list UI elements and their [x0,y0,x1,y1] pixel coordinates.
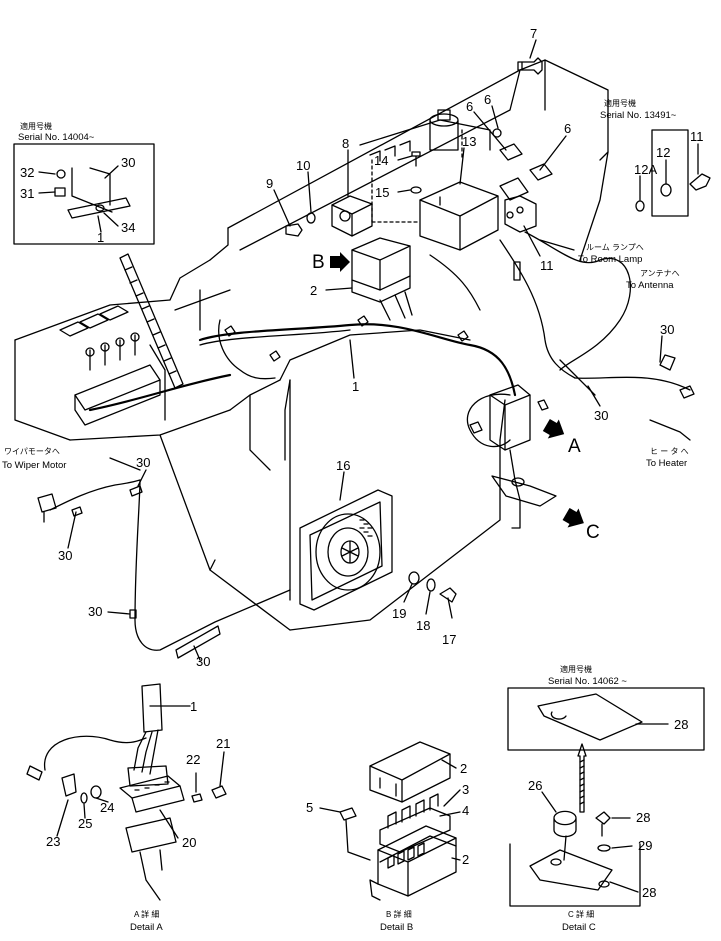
detail-a-label: Detail A [130,922,163,933]
part-label-15: 14 [374,153,388,168]
callout-label-b: B [312,252,325,273]
wiper-jp: ワイパモータへ [4,447,60,456]
top-console [285,57,711,303]
heater-note: ヒ ー タ へ To Heater [646,447,689,469]
serial-note-left: Serial No. 14004~ [18,132,95,143]
callout-arrow-a: A [542,418,581,457]
part-label-31-f: 30 [196,654,210,669]
serial-note-bottom-jp: 適用号機 [560,664,592,674]
callout-label-a: A [568,436,581,457]
part-label-25: 24 [100,800,114,815]
strap-hatched [119,253,184,389]
part-label-27: 26 [528,778,542,793]
part-label-13: 12A [634,162,657,177]
wiper-note: ワイパモータへ To Wiper Motor [2,447,141,471]
part-label-29: 28 [636,810,650,825]
part-label-4: 4 [462,803,469,818]
room-lamp-note: ルーム ランプへ To Room Lamp [539,239,644,265]
screw-7 [517,57,543,75]
part-label-33: 31 [20,186,34,201]
part-label-6-b: 6 [466,99,473,114]
part-label-31-c: 30 [136,455,150,470]
room-lamp-label: To Room Lamp [578,254,642,265]
speaker-17 [299,489,393,611]
part-label-18: 17 [442,632,456,647]
part-label-7: 7 [530,26,537,41]
part-label-2-detail-b-top: 2 [460,761,467,776]
serial-note-right-jp: 適用号機 [604,98,636,108]
serial-note-bottom: Serial No. 14062 ~ [548,676,627,687]
callout-arrow-b: B [312,252,350,273]
part-label-1-detail-a: 1 [190,699,197,714]
part-label-26: 25 [78,816,92,831]
part-label-12a: 12 [656,145,670,160]
detail-c: 適用号機 Serial No. 14062 ~ 28 26 28 29 28 C… [507,664,705,933]
callout-label-c: C [586,522,600,543]
detail-a: 1 22 21 24 25 23 20 A 詳 細 Detail A [26,683,230,933]
part-label-28-bottom: 28 [642,885,656,900]
part-label-12: 11 [690,129,704,144]
main-part-labels: 7 6 6 6 13 14 15 8 10 9 2 11 12A 12 11 1… [58,26,704,669]
part-label-6-c: 6 [564,121,571,136]
detail-b-label: Detail B [380,922,413,933]
part-label-8: 8 [342,136,349,151]
heater-jp: ヒ ー タ へ [650,447,689,456]
part-label-10: 10 [296,158,310,173]
part-label-34: 32 [20,165,34,180]
detail-a-jp: A 詳 細 [134,909,159,919]
part-label-31-d: 30 [58,548,72,563]
part-label-23: 22 [186,752,200,767]
part-label-30: 29 [638,838,652,853]
heater-label: To Heater [646,458,687,469]
antenna-note: アンテナへ To Antenna [626,269,680,291]
part-label-17: 16 [336,458,350,473]
antenna-label: To Antenna [626,280,674,291]
serial-note-left-jp: 適用号機 [20,121,52,131]
part-label-31-b: 30 [594,408,608,423]
part-label-35: 34 [121,220,135,235]
fuse-box-2 [351,237,411,303]
part-label-9: 9 [266,176,273,191]
part-label-14: 13 [462,134,476,149]
part-label-32: 30 [121,155,135,170]
part-label-21: 20 [182,835,196,850]
part-label-31-a: 30 [660,322,674,337]
connector-group-6 [492,128,553,233]
part-label-24: 23 [46,834,60,849]
part-label-5: 5 [306,800,313,815]
part-label-2-main: 2 [310,283,317,298]
part-label-1-main: 1 [352,379,359,394]
callout-arrow-c: C [562,507,600,543]
part-label-3: 3 [462,782,469,797]
wiper-label: To Wiper Motor [2,460,66,471]
part-label-2-detail-b-bottom: 2 [462,852,469,867]
detail-b: 2 3 4 2 5 B 詳 細 Detail B [306,741,469,933]
part-label-22: 21 [216,736,230,751]
inset-serial-14004: 適用号機 Serial No. 14004~ 32 31 30 34 1 [13,121,155,245]
serial-note-right: Serial No. 13491~ [600,110,677,121]
dash-panel-body [14,59,609,631]
part-label-1-inset: 1 [97,230,104,245]
connector-block-left [59,305,161,426]
part-label-6-a: 6 [484,92,491,107]
part-label-11: 11 [540,258,554,273]
part-label-19: 18 [416,618,430,633]
detail-b-jp: B 詳 細 [386,909,412,919]
room-lamp-jp: ルーム ランプへ [586,243,644,252]
right-serial-note: 適用号機 Serial No. 13491~ [600,98,677,121]
part-label-31-e: 30 [88,604,102,619]
detail-c-jp: C 詳 細 [568,909,594,919]
part-label-28-top: 28 [674,717,688,732]
detail-c-label: Detail C [562,922,596,933]
part-label-16: 15 [375,185,389,200]
antenna-jp: アンテナへ [640,269,680,278]
harness-wires [37,231,695,659]
part-label-20: 19 [392,606,406,621]
connector-a-cluster [469,384,557,529]
